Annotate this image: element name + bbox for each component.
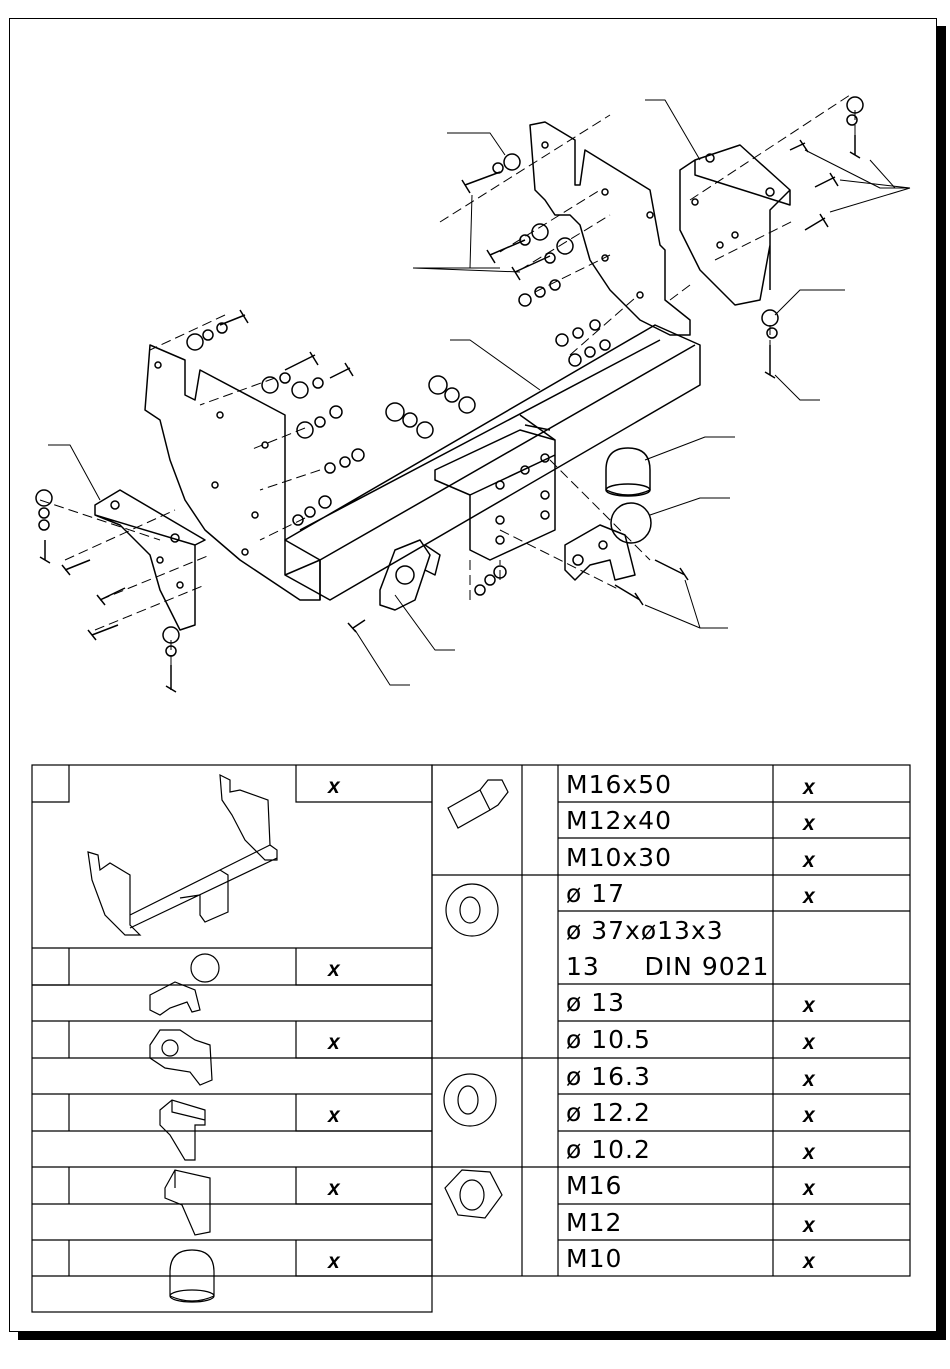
nut-qty: x <box>803 1178 815 1199</box>
socket-plate <box>380 540 430 610</box>
bolt-spec: M12x40 <box>566 808 672 833</box>
washer-qty: x <box>803 886 815 907</box>
fastener-set <box>36 97 863 656</box>
bolt-icon <box>448 780 508 828</box>
right-mounting-bracket <box>680 145 790 305</box>
left-bracket-thumbnail <box>165 1170 210 1235</box>
hitch-hole <box>541 511 549 519</box>
washer-spec: ø 17 <box>566 881 625 906</box>
bolt-qty: x <box>803 777 815 798</box>
spring-washer-qty: x <box>803 1142 815 1163</box>
washer-spec: ø 37xø13x3 <box>566 918 724 943</box>
washer-icon <box>446 884 498 936</box>
bolt-qty: x <box>803 813 815 834</box>
table-thumbnails <box>88 775 508 1302</box>
nut-spec: M12 <box>566 1210 622 1235</box>
washer-spec-din: 13 DIN 9021 <box>566 954 769 979</box>
spring-washer-qty: x <box>803 1105 815 1126</box>
tow-ball-neck <box>565 525 635 580</box>
bolt-qty: x <box>803 850 815 871</box>
right-bracket-thumbnail <box>160 1100 205 1160</box>
qty-right-bracket: x <box>328 1105 340 1126</box>
hitch-hole <box>541 491 549 499</box>
parts-table <box>32 765 910 1312</box>
hitch-hole <box>496 536 504 544</box>
alignment-lines <box>40 95 855 665</box>
bolt-spec: M16x50 <box>566 772 672 797</box>
bolt-spec: M10x30 <box>566 845 672 870</box>
qty-left-bracket: x <box>328 1178 340 1199</box>
washer-qty: x <box>803 995 815 1016</box>
washer-spec: ø 13 <box>566 990 625 1015</box>
qty-socket-plate: x <box>328 1032 340 1053</box>
qty-frame: x <box>328 776 340 797</box>
ball-cover <box>606 448 650 495</box>
hitch-hole <box>496 481 504 489</box>
hitch-hole <box>496 516 504 524</box>
nut-icon <box>445 1170 502 1218</box>
spring-washer-qty: x <box>803 1069 815 1090</box>
washer-spec: ø 10.5 <box>566 1027 651 1052</box>
spring-washer-spec: ø 12.2 <box>566 1100 651 1125</box>
frame-right-plate <box>530 122 690 335</box>
bolt-set <box>40 135 860 692</box>
left-mounting-bracket <box>95 490 205 630</box>
qty-ball-cover: x <box>328 1251 340 1272</box>
nut-qty: x <box>803 1251 815 1272</box>
washer-qty: x <box>803 1032 815 1053</box>
spring-washer-spec: ø 16.3 <box>566 1064 651 1089</box>
spring-washer-spec: ø 10.2 <box>566 1137 651 1162</box>
frame-thumbnail <box>88 775 277 935</box>
leader-lines <box>48 100 910 685</box>
tow-ball <box>611 503 651 543</box>
nut-spec: M16 <box>566 1173 622 1198</box>
qty-tow-ball: x <box>328 959 340 980</box>
spring-washer-icon <box>444 1074 496 1126</box>
nut-spec: M10 <box>566 1246 622 1271</box>
tow-ball-thumbnail <box>150 982 200 1015</box>
frame-left-plate <box>145 345 320 600</box>
nut-qty: x <box>803 1215 815 1236</box>
